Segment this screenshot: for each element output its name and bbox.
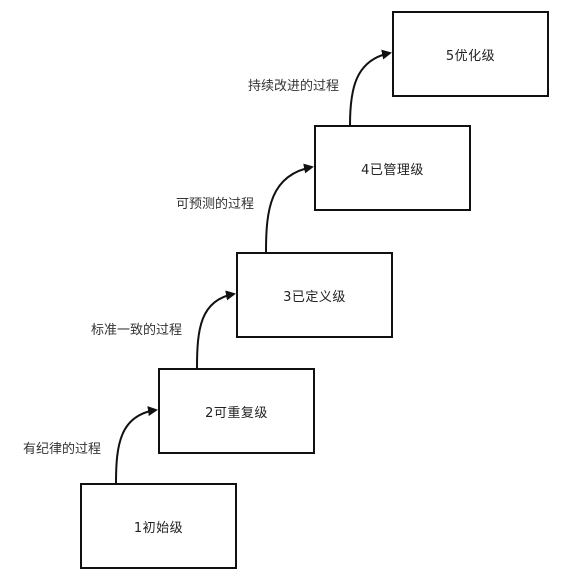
- transition-label-continuous-improvement: 持续改进的过程: [248, 79, 340, 94]
- level-box-managed: 4已管理级: [314, 125, 471, 211]
- level-box-initial: 1初始级: [80, 483, 237, 569]
- arrow-4-to-5: [349, 49, 392, 126]
- arrow-3-to-4: [265, 163, 314, 253]
- transition-label-disciplined: 有纪律的过程: [23, 442, 102, 457]
- level-label: 1初始级: [133, 520, 184, 536]
- level-box-defined: 3已定义级: [236, 252, 393, 338]
- transition-label-predictable: 可预测的过程: [176, 197, 255, 212]
- arrow-1-to-2: [115, 406, 158, 484]
- level-label: 5优化级: [445, 48, 496, 64]
- level-label: 3已定义级: [283, 289, 346, 305]
- level-label: 4已管理级: [361, 162, 424, 178]
- level-label: 2可重复级: [205, 405, 268, 421]
- level-box-optimizing: 5优化级: [392, 11, 549, 97]
- level-box-repeatable: 2可重复级: [158, 368, 315, 454]
- arrow-2-to-3: [196, 290, 236, 369]
- transition-label-standard-consistent: 标准一致的过程: [91, 323, 183, 338]
